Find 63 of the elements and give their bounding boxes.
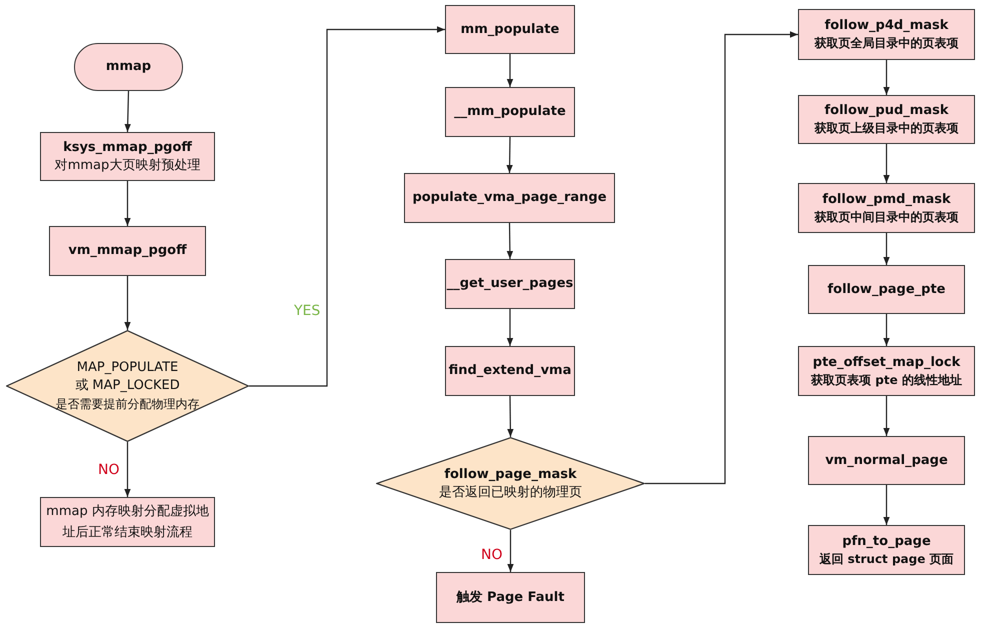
node-text: 或 MAP_LOCKED bbox=[75, 377, 180, 395]
arrow bbox=[124, 90, 131, 132]
arrow bbox=[506, 309, 514, 346]
node-text: 返回 struct page 页面 bbox=[819, 550, 954, 568]
node-title: follow_page_mask bbox=[444, 466, 577, 484]
node-text: 获取页全局目录中的页表项 bbox=[814, 35, 958, 52]
node-text: 对mmap大页映射预处理 bbox=[54, 156, 200, 174]
node-title: MAP_POPULATE bbox=[76, 359, 178, 377]
process-box bbox=[798, 346, 975, 396]
arrow bbox=[506, 223, 514, 259]
node-text: 触发 Page Fault bbox=[456, 588, 564, 606]
node-text: 获取页表项 pte 的线性地址 bbox=[811, 372, 962, 388]
arrow bbox=[883, 60, 890, 95]
arrow bbox=[883, 144, 890, 183]
process-box bbox=[808, 436, 965, 485]
process-box bbox=[404, 173, 615, 223]
arrow bbox=[124, 276, 131, 330]
node-text: mmap bbox=[106, 58, 152, 76]
process-box bbox=[40, 497, 215, 547]
node-text: mm_populate bbox=[460, 20, 560, 38]
arrow bbox=[883, 233, 890, 265]
process-box bbox=[445, 87, 575, 137]
process-box bbox=[808, 265, 965, 314]
process-box bbox=[798, 9, 975, 60]
arrow bbox=[124, 181, 131, 226]
process-box bbox=[436, 572, 585, 623]
process-box bbox=[808, 525, 965, 575]
node-text: 获取页中间目录中的页表项 bbox=[814, 208, 958, 226]
node-title: follow_pmd_mask bbox=[822, 190, 951, 208]
arrow bbox=[506, 137, 513, 173]
node-title: follow_pud_mask bbox=[824, 102, 948, 120]
node-text: populate_vma_page_range bbox=[412, 189, 607, 207]
arrow bbox=[506, 54, 514, 87]
node-text: vm_mmap_pgoff bbox=[68, 242, 187, 260]
process-box bbox=[798, 183, 975, 233]
node-title: pfn_to_page bbox=[842, 532, 931, 550]
node-title: pte_offset_map_lock bbox=[812, 354, 960, 372]
process-box bbox=[798, 95, 975, 144]
node-text: 获取页上级目录中的页表项 bbox=[814, 120, 958, 137]
arrow bbox=[124, 442, 131, 497]
node-title: ksys_mmap_pgoff bbox=[63, 138, 192, 156]
node-text: __get_user_pages bbox=[446, 275, 574, 293]
node-text: 是否需要提前分配物理内存 bbox=[56, 396, 200, 413]
node-text: follow_page_pte bbox=[828, 280, 946, 298]
node-title: follow_p4d_mask bbox=[824, 17, 948, 35]
process-box bbox=[445, 5, 575, 54]
node-text: __mm_populate bbox=[454, 103, 566, 121]
arrow bbox=[249, 26, 445, 387]
arrow bbox=[883, 485, 890, 525]
process-box bbox=[49, 226, 206, 276]
arrow bbox=[645, 31, 798, 484]
node-text: vm_normal_page bbox=[825, 452, 948, 470]
arrow bbox=[507, 396, 514, 437]
arrow bbox=[507, 530, 514, 572]
node-text: find_extend_vma bbox=[448, 362, 572, 380]
process-box bbox=[445, 259, 575, 309]
start-terminal bbox=[74, 43, 183, 91]
arrow bbox=[883, 396, 890, 436]
process-box bbox=[445, 346, 575, 396]
arrow bbox=[883, 314, 890, 346]
process-box bbox=[40, 132, 215, 181]
node-text: 是否返回已映射的物理页 bbox=[439, 484, 582, 502]
node-text: mmap 内存映射分配虚拟地址后正常结束映射流程 bbox=[45, 503, 210, 542]
